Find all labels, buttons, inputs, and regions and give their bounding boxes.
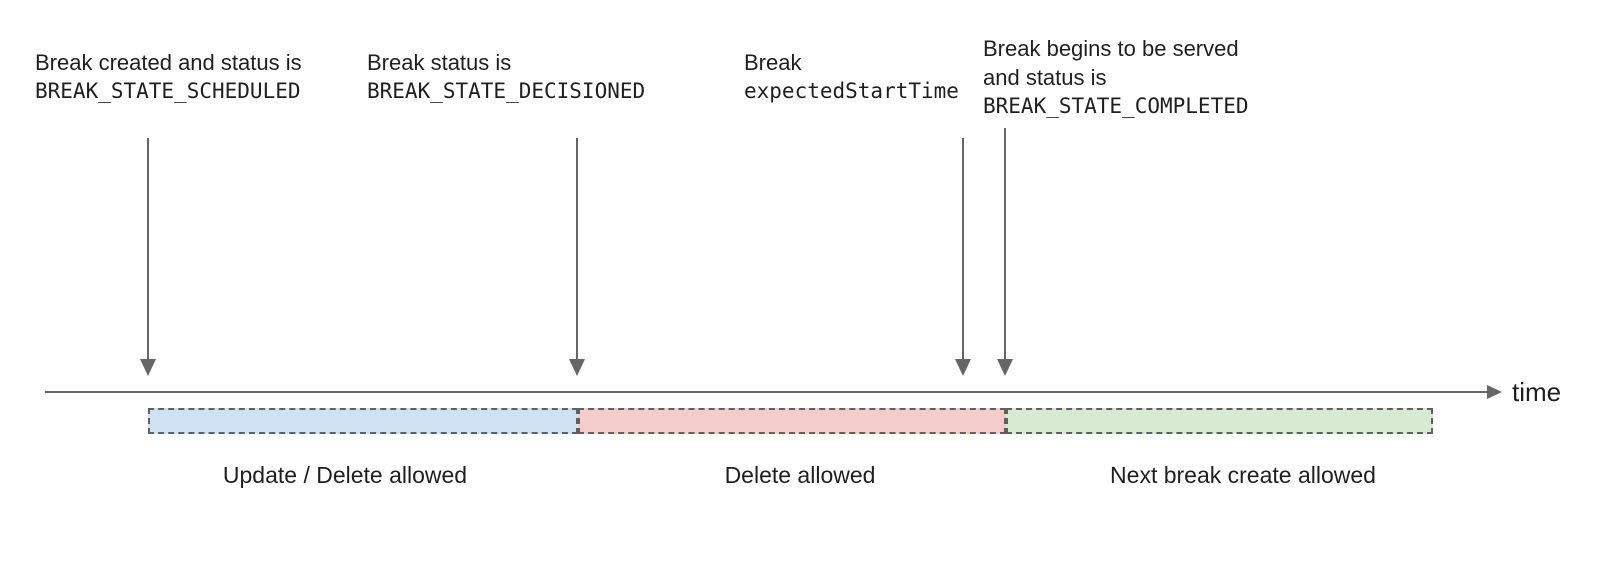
down-arrow-icon: [955, 138, 971, 376]
time-axis-line: [45, 391, 1489, 393]
down-arrow-icon: [569, 138, 585, 376]
annotation-text: Break created and status is: [35, 50, 302, 75]
break-state-completed-code: BREAK_STATE_COMPLETED: [983, 94, 1249, 118]
segment-delete-allowed: [578, 408, 1006, 434]
break-state-decisioned-code: BREAK_STATE_DECISIONED: [367, 79, 646, 103]
annotation-break-completed: Break begins to be served and status is …: [983, 34, 1249, 121]
down-arrow-icon: [997, 128, 1013, 376]
segment-label-delete: Delete allowed: [724, 462, 876, 488]
annotation-break-decisioned: Break status is BREAK_STATE_DECISIONED: [367, 48, 645, 106]
annotation-text: Break begins to be served: [983, 36, 1239, 61]
time-axis-label: time: [1512, 377, 1562, 407]
arrow-head-icon: [140, 359, 156, 376]
segment-label-next-break-create: Next break create allowed: [1110, 462, 1376, 488]
annotation-break-created: Break created and status is BREAK_STATE_…: [35, 48, 302, 106]
arrow-shaft: [1004, 128, 1006, 359]
annotation-text: Break: [744, 50, 802, 75]
segment-label-update-delete: Update / Delete allowed: [222, 462, 468, 488]
segment-update-delete-allowed: [148, 408, 578, 434]
break-state-scheduled-code: BREAK_STATE_SCHEDULED: [35, 79, 301, 103]
arrow-head-icon: [569, 359, 585, 376]
arrow-head-icon: [997, 359, 1013, 376]
annotation-text: and status is: [983, 65, 1107, 90]
down-arrow-icon: [140, 138, 156, 376]
expected-start-time-code: expectedStartTime: [744, 79, 959, 103]
annotation-expected-start-time: Break expectedStartTime: [744, 48, 959, 106]
segment-next-break-create-allowed: [1006, 408, 1433, 434]
arrow-shaft: [147, 138, 149, 359]
arrow-shaft: [576, 138, 578, 359]
arrow-shaft: [962, 138, 964, 359]
time-axis-arrow-icon: [1487, 385, 1502, 399]
arrow-head-icon: [955, 359, 971, 376]
annotation-text: Break status is: [367, 50, 512, 75]
